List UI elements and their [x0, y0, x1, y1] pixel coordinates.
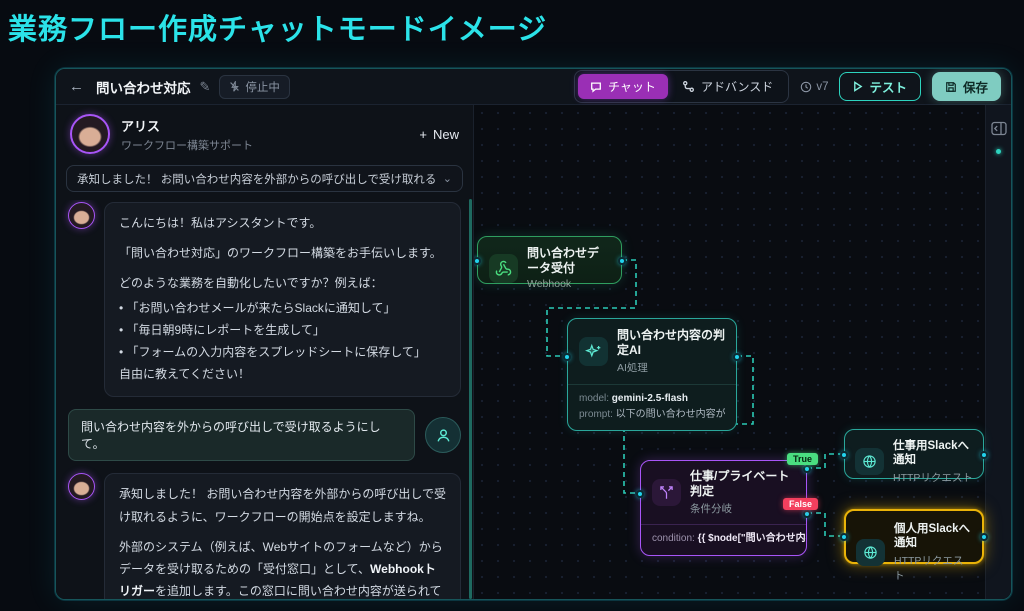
- input-port[interactable]: [840, 451, 848, 459]
- input-port[interactable]: [563, 353, 571, 361]
- assistant-message: こんにちは！私はアシスタントです。 「問い合わせ対応」のワークフロー構築をお手伝…: [68, 202, 461, 398]
- user-avatar: [425, 417, 461, 454]
- workflow-canvas[interactable]: 問い合わせデータ受付 Webhook 問い合わせ内容の判定AI AI処理: [474, 105, 1011, 599]
- assistant-role: ワークフロー構築サポート: [121, 139, 253, 152]
- true-output-port[interactable]: [803, 465, 811, 473]
- test-button[interactable]: テスト: [839, 72, 921, 101]
- app-window: ← 問い合わせ対応 ✎ 停止中 チャット アドバンスド v7: [55, 68, 1012, 600]
- plus-icon: +: [419, 126, 427, 142]
- split-icon: [652, 479, 681, 506]
- person-icon: [436, 429, 450, 442]
- save-button[interactable]: 保存: [931, 72, 1001, 101]
- output-port[interactable]: [980, 533, 988, 541]
- assistant-message: 承知しました！ お問い合わせ内容を外部からの呼び出しで受け取れるように、ワークフ…: [68, 473, 461, 599]
- node-condition-branch[interactable]: True False 仕事/プライベート判定 条件分岐 condition: {…: [636, 453, 818, 556]
- window-header: ← 問い合わせ対応 ✎ 停止中 チャット アドバンスド v7: [56, 69, 1011, 105]
- node-slack-work[interactable]: 仕事用Slackへ通知 HTTPリクエスト: [840, 429, 988, 484]
- assistant-bubble: こんにちは！私はアシスタントです。 「問い合わせ対応」のワークフロー構築をお手伝…: [104, 202, 461, 398]
- node-parameters: condition: {{ $node["問い合わせ内容…: [641, 524, 806, 555]
- chat-panel: アリス ワークフロー構築サポート + New 承知しました！ お問い合わせ内容を…: [56, 105, 474, 599]
- globe-icon: [856, 538, 885, 566]
- input-port[interactable]: [636, 490, 644, 498]
- sparkles-icon: [579, 337, 608, 366]
- history-selector[interactable]: 承知しました！ お問い合わせ内容を外部からの呼び出しで受け取れるように、ワークフ…: [66, 165, 463, 192]
- webhook-icon: [489, 253, 518, 283]
- chat-bubble-icon: [591, 82, 601, 93]
- user-message: 問い合わせ内容を外からの呼び出しで受け取るようにして。: [68, 409, 461, 462]
- save-floppy-icon: [946, 81, 956, 92]
- globe-icon: [855, 448, 884, 476]
- false-badge: False: [782, 498, 818, 510]
- true-badge: True: [786, 453, 818, 465]
- message-list: こんにちは！私はアシスタントです。 「問い合わせ対応」のワークフロー構築をお手伝…: [56, 200, 473, 599]
- node-slack-personal[interactable]: 個人用Slackへ通知 HTTPリクエスト: [840, 509, 988, 582]
- mode-switcher: チャット アドバンスド: [574, 70, 790, 103]
- node-webhook[interactable]: 問い合わせデータ受付 Webhook: [474, 236, 626, 290]
- assistant-avatar: [68, 473, 95, 501]
- input-port[interactable]: [474, 257, 481, 265]
- back-icon[interactable]: ←: [69, 78, 84, 95]
- play-icon: [854, 81, 863, 92]
- node-ai-judge[interactable]: 問い合わせ内容の判定AI AI処理 model: gemini-2.5-flas…: [563, 318, 741, 431]
- input-port[interactable]: [840, 533, 848, 541]
- status-dot: [996, 149, 1001, 154]
- zap-off-icon: [230, 81, 240, 92]
- node-parameters: model: gemini-2.5-flash prompt: 以下の問い合わせ…: [568, 384, 736, 430]
- version-history[interactable]: v7: [800, 81, 828, 93]
- output-port[interactable]: [733, 353, 741, 361]
- edit-pencil-icon[interactable]: ✎: [199, 78, 211, 94]
- chat-scrollbar[interactable]: [469, 199, 472, 599]
- assistant-bubble: 承知しました！ お問い合わせ内容を外部からの呼び出しで受け取れるように、ワークフ…: [104, 473, 461, 599]
- output-port[interactable]: [980, 451, 988, 459]
- chat-panel-header: アリス ワークフロー構築サポート + New: [56, 105, 473, 163]
- output-port[interactable]: [618, 257, 626, 265]
- user-bubble: 問い合わせ内容を外からの呼び出しで受け取るようにして。: [68, 409, 415, 462]
- new-chat-button[interactable]: + New: [419, 126, 459, 142]
- tab-chat-mode[interactable]: チャット: [578, 74, 668, 99]
- status-badge: 停止中: [219, 74, 290, 99]
- assistant-avatar: [70, 114, 110, 154]
- tab-advanced-mode[interactable]: アドバンスド: [670, 74, 785, 99]
- assistant-name: アリス: [121, 118, 161, 134]
- branch-nodes-icon: [682, 81, 694, 92]
- clock-icon: [801, 81, 812, 92]
- right-rail: [985, 105, 1011, 599]
- panel-collapse-icon[interactable]: [990, 121, 1007, 136]
- false-output-port[interactable]: [803, 510, 811, 518]
- workflow-title: 問い合わせ対応: [96, 80, 191, 96]
- page-title: 業務フロー作成チャットモードイメージ: [8, 14, 548, 46]
- assistant-avatar: [68, 202, 95, 229]
- chevron-down-icon: ⌄: [442, 173, 452, 185]
